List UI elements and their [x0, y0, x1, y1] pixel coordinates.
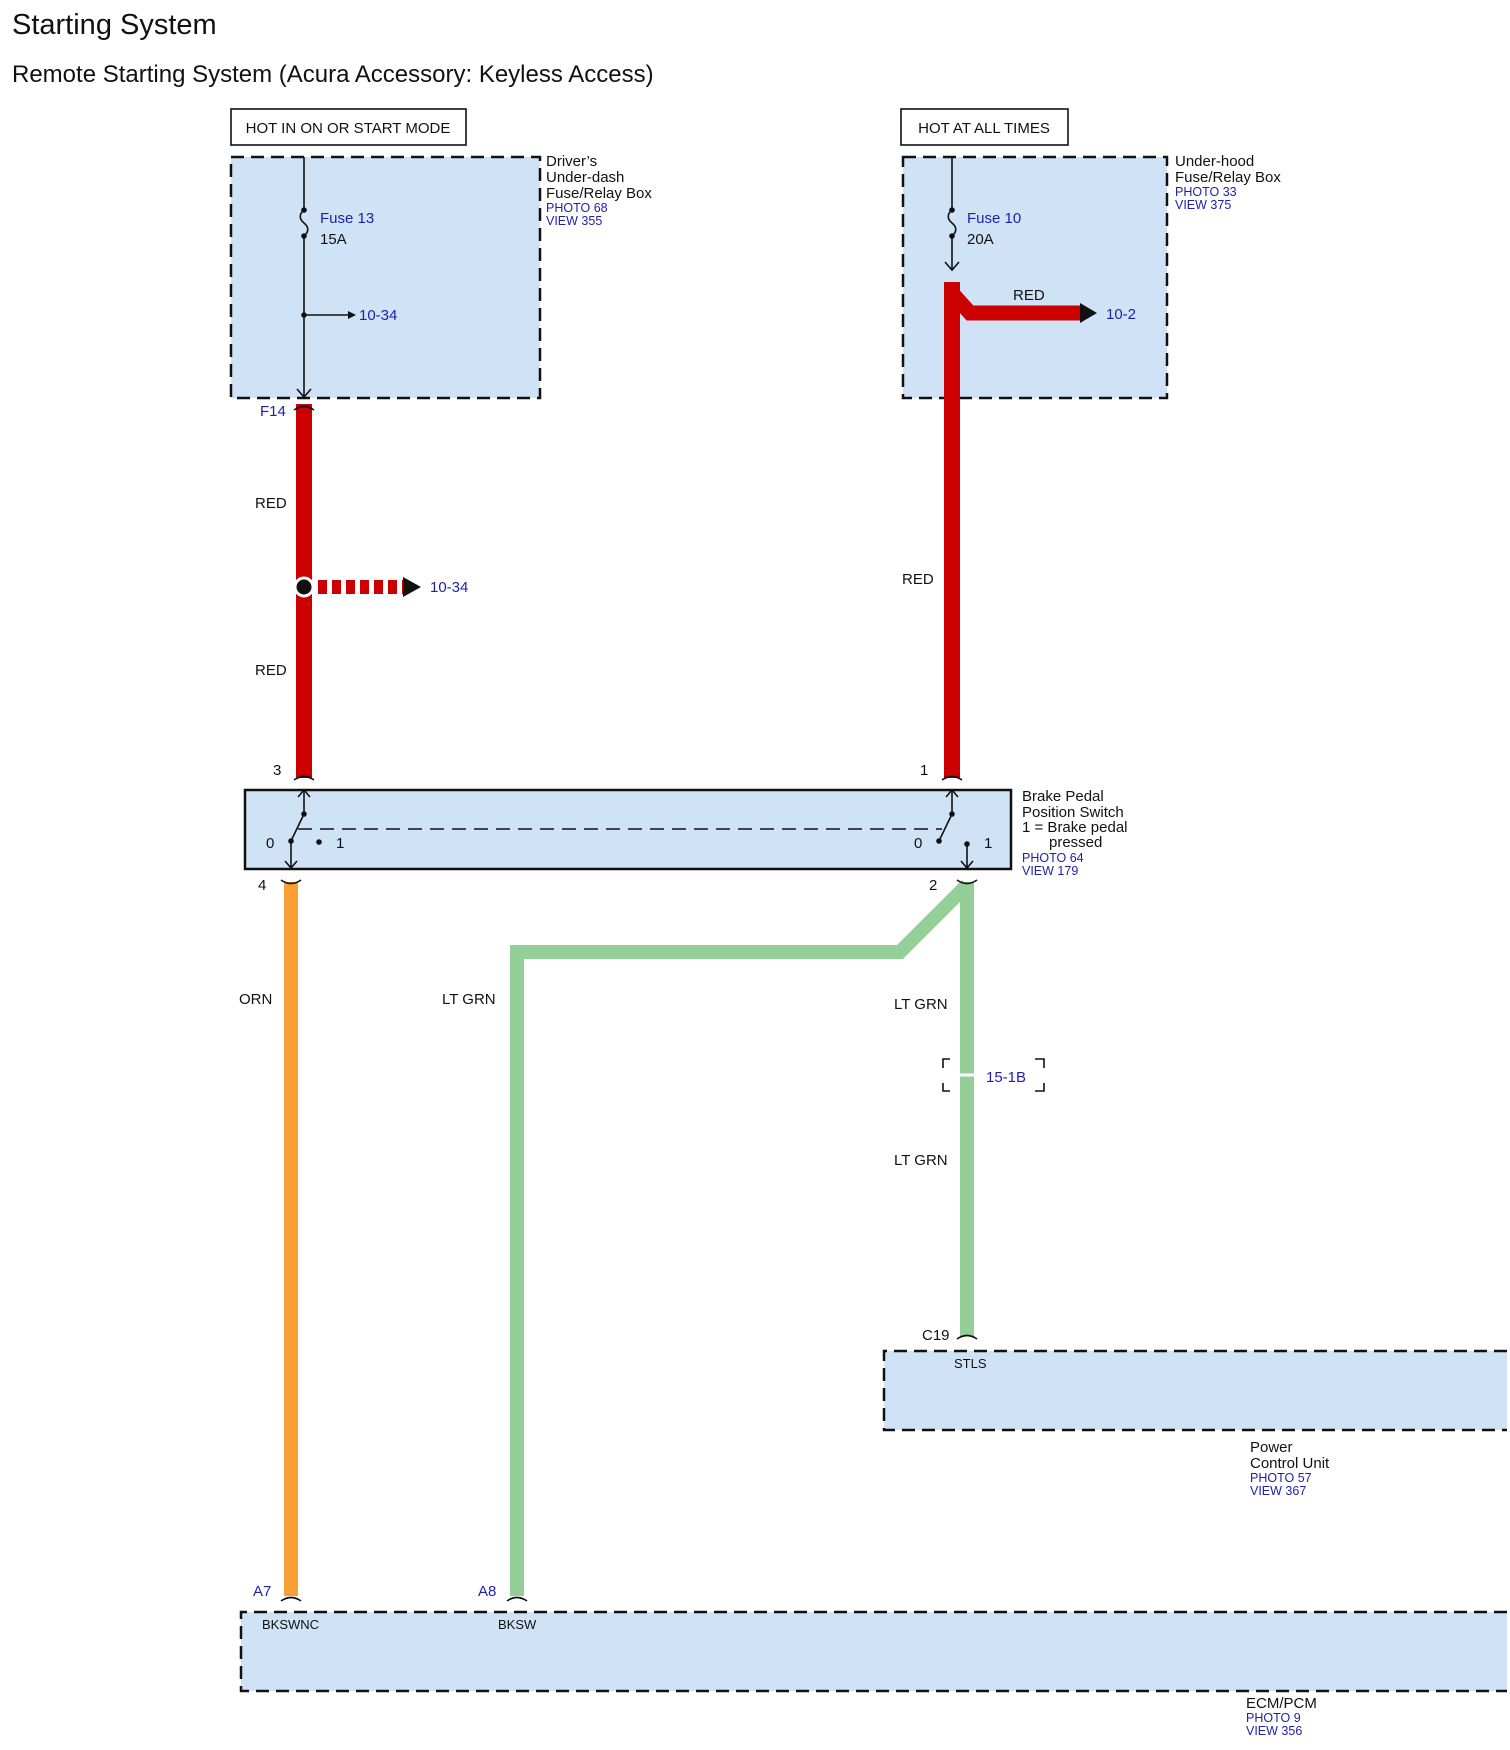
ecm-pcm: [239, 1610, 1507, 1693]
connector-cap-2: [956, 879, 978, 885]
connector-cap-1: [941, 775, 963, 781]
fuse-10-symbol: [947, 209, 957, 237]
connector-15-1b-label[interactable]: 15-1B: [986, 1069, 1026, 1086]
terminal-3: 3: [273, 762, 281, 779]
underhood-box-name-2: Fuse/Relay Box: [1175, 169, 1281, 186]
power-source-right: HOT AT ALL TIMES: [900, 108, 1069, 146]
inline-connector-15-1b: [942, 1058, 1045, 1092]
underhood-box-view[interactable]: VIEW 375: [1175, 198, 1231, 212]
underhood-box-name-1: Under-hood: [1175, 153, 1254, 170]
fuse-13-rating: 15A: [320, 231, 347, 248]
ref-link-driver-internal[interactable]: 10-34: [359, 307, 397, 324]
terminal-1: 1: [920, 762, 928, 779]
wire-label-orn: ORN: [239, 991, 272, 1008]
driver-box-view[interactable]: VIEW 355: [546, 214, 602, 228]
fuse-10-rating: 20A: [967, 231, 994, 248]
pcu-view[interactable]: VIEW 367: [1250, 1484, 1306, 1498]
switch-photo[interactable]: PHOTO 64: [1022, 851, 1084, 865]
switch-right-pos-off: 0: [914, 835, 922, 852]
switch-name-3: 1 = Brake pedal: [1022, 819, 1128, 836]
ref-arrow-splice: [403, 577, 421, 597]
fuse-10-label: Fuse 10: [967, 210, 1021, 227]
connector-cap-f14: [293, 405, 315, 411]
switch-name-2: Position Switch: [1022, 804, 1124, 821]
wire-label-red-upper-left: RED: [255, 495, 287, 512]
terminal-4: 4: [258, 877, 266, 894]
connector-cap-3: [293, 775, 315, 781]
page-title: Starting System: [12, 9, 217, 41]
power-control-unit: [882, 1349, 1507, 1432]
wire-label-red-internal-right: RED: [1013, 287, 1045, 304]
pin-bksw: BKSW: [498, 1617, 537, 1632]
wire-label-red-lower-left: RED: [255, 662, 287, 679]
driver-box-photo[interactable]: PHOTO 68: [546, 201, 608, 215]
driver-box-name-1: Driver’s: [546, 153, 597, 170]
connector-cap-c19: [956, 1334, 978, 1340]
ecm-view[interactable]: VIEW 356: [1246, 1724, 1302, 1738]
wire-label-ltgrn-right-lower: LT GRN: [894, 1152, 948, 1169]
splice-point: [293, 576, 315, 598]
driver-box-name-2: Under-dash: [546, 169, 624, 186]
terminal-c19: C19: [922, 1327, 950, 1344]
connector-caps: [280, 405, 978, 1602]
wire-label-ltgrn-right-upper: LT GRN: [894, 996, 948, 1013]
wire-label-red-right: RED: [902, 571, 934, 588]
terminal-a7: A7: [253, 1583, 271, 1600]
ecm-photo[interactable]: PHOTO 9: [1246, 1711, 1301, 1725]
pcu-name-1: Power: [1250, 1439, 1293, 1456]
wire-label-ltgrn-left: LT GRN: [442, 991, 496, 1008]
switch-name-4: pressed: [1049, 834, 1102, 851]
fuse-13-symbol: [299, 209, 309, 237]
switch-name-1: Brake Pedal: [1022, 788, 1104, 805]
power-source-right-label: HOT AT ALL TIMES: [918, 120, 1050, 137]
connector-cap-a7: [280, 1596, 302, 1602]
ecm-name: ECM/PCM: [1246, 1695, 1317, 1712]
switch-view[interactable]: VIEW 179: [1022, 864, 1078, 878]
pcu-name-2: Control Unit: [1250, 1455, 1330, 1472]
terminal-2: 2: [929, 877, 937, 894]
page-subtitle: Remote Starting System (Acura Accessory:…: [12, 61, 654, 88]
fuse-13-label: Fuse 13: [320, 210, 374, 227]
switch-left-pos-on: 1: [336, 835, 344, 852]
switch-left-pos-off: 0: [266, 835, 274, 852]
terminal-a8: A8: [478, 1583, 496, 1600]
underhood-fuse-box: [901, 155, 1169, 400]
ref-link-underhood-internal[interactable]: 10-2: [1106, 306, 1136, 323]
ref-arrow-underhood: [1080, 303, 1097, 323]
underhood-box-photo[interactable]: PHOTO 33: [1175, 185, 1237, 199]
power-source-left-label: HOT IN ON OR START MODE: [246, 120, 451, 137]
wires: [284, 282, 1082, 1596]
wire-ltgrn-left: [510, 880, 972, 1596]
driver-box-name-3: Fuse/Relay Box: [546, 185, 652, 202]
pin-stls: STLS: [954, 1356, 987, 1371]
driver-underdash-fuse-box: [229, 155, 542, 400]
brake-pedal-position-switch: [243, 788, 1013, 871]
power-source-left: HOT IN ON OR START MODE: [230, 108, 467, 146]
ref-link-splice[interactable]: 10-34: [430, 579, 468, 596]
pcu-photo[interactable]: PHOTO 57: [1250, 1471, 1312, 1485]
terminal-f14: F14: [260, 403, 286, 420]
switch-right-pos-on: 1: [984, 835, 992, 852]
pin-bkswnc: BKSWNC: [262, 1617, 319, 1632]
connector-cap-4: [280, 879, 302, 885]
connector-cap-a8: [506, 1596, 528, 1602]
